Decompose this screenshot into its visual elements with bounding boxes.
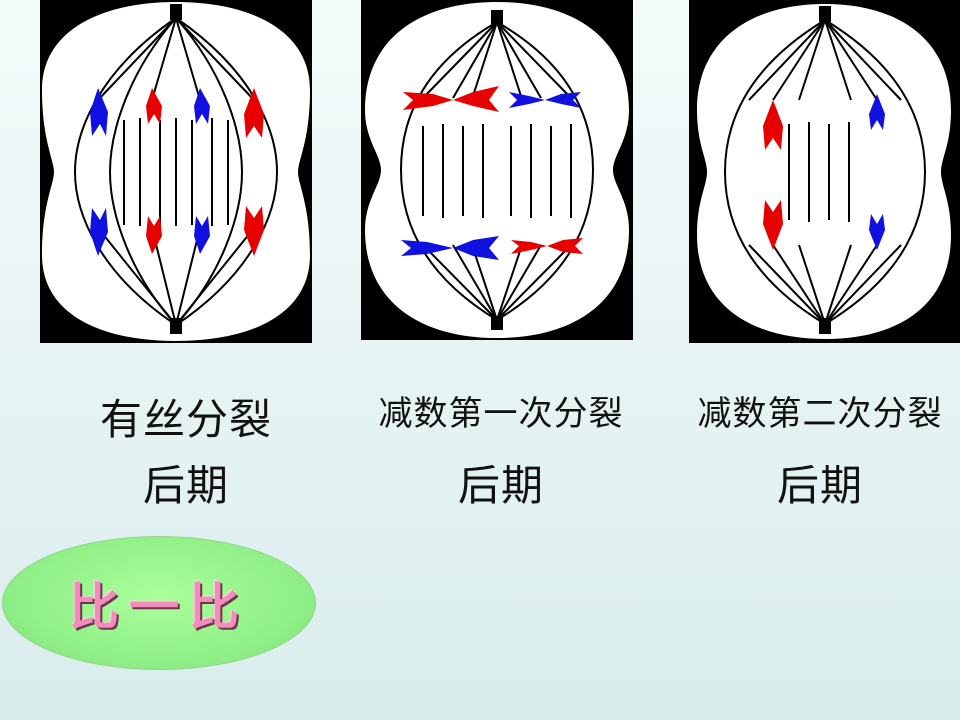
chromosome-blue bbox=[194, 216, 210, 254]
chromosome-blue bbox=[869, 214, 885, 250]
chromosome-blue-dyad bbox=[509, 92, 581, 108]
spindle-fibers bbox=[73, 17, 279, 326]
chromosome-red bbox=[146, 216, 162, 254]
chromosome-red bbox=[244, 206, 264, 256]
mitosis-label: 有丝分裂 bbox=[99, 395, 272, 444]
chromosomes bbox=[90, 88, 264, 256]
meiosis-2-anaphase-diagram bbox=[689, 0, 960, 343]
meiosis-1-cell-svg bbox=[365, 2, 629, 338]
chromosomes bbox=[401, 86, 583, 260]
chromosome-red bbox=[244, 88, 264, 138]
chromosome-red-dyad bbox=[403, 86, 499, 112]
centrosome-top bbox=[819, 6, 831, 22]
chromosome-red bbox=[146, 88, 162, 124]
compare-badge-text: 比一比 bbox=[69, 578, 249, 636]
cell-membrane bbox=[365, 2, 629, 338]
cell-membrane bbox=[697, 4, 951, 339]
centrosome-top bbox=[491, 10, 503, 24]
mitosis-phase-label: 后期 bbox=[142, 461, 229, 510]
compare-badge[interactable]: 比一比 bbox=[2, 536, 316, 670]
meiosis-1-label: 减数第一次分裂 bbox=[378, 394, 624, 434]
centrosome-bottom bbox=[819, 318, 831, 334]
chromosome-red-dyad bbox=[511, 238, 583, 254]
mitosis-cell-svg bbox=[42, 2, 310, 341]
chromosome-red bbox=[763, 100, 783, 150]
chromosome-blue bbox=[90, 208, 108, 256]
chromosome-blue bbox=[90, 88, 108, 136]
chromosome-blue bbox=[869, 94, 885, 130]
spindle-fibers bbox=[723, 19, 927, 325]
meiosis-1-anaphase-diagram bbox=[361, 0, 633, 340]
centrosome-bottom bbox=[491, 316, 503, 330]
chromosomes bbox=[763, 94, 885, 250]
meiosis-2-label: 减数第二次分裂 bbox=[697, 394, 943, 434]
meiosis-2-phase-label: 后期 bbox=[776, 461, 863, 510]
centrosome-bottom bbox=[170, 318, 182, 334]
meiosis-1-phase-label: 后期 bbox=[457, 461, 544, 510]
centrosome-top bbox=[170, 4, 182, 20]
meiosis-2-cell-svg bbox=[697, 4, 951, 339]
spindle-fibers bbox=[399, 21, 595, 321]
chromosome-blue-dyad bbox=[401, 236, 499, 260]
chromosome-red bbox=[763, 200, 783, 250]
mitosis-anaphase-diagram bbox=[40, 0, 312, 343]
chromosome-blue bbox=[194, 88, 210, 124]
